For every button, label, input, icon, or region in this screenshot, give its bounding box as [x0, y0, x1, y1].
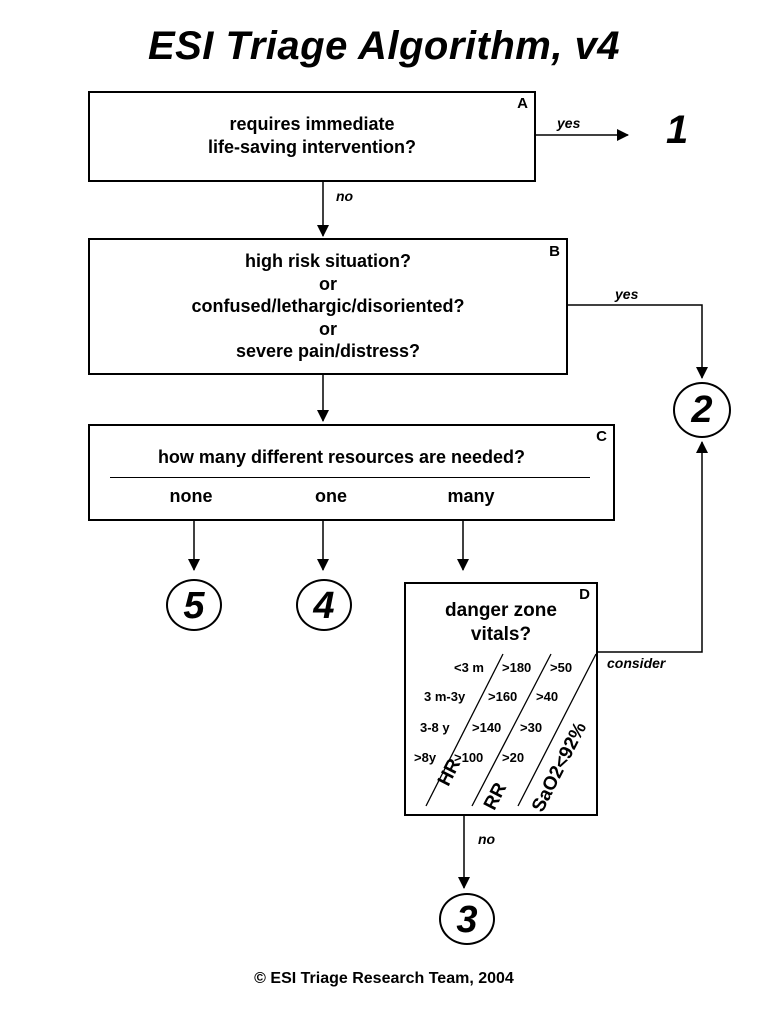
box-b-line5: severe pain/distress? — [235, 341, 421, 361]
box-b-line4: or — [319, 319, 337, 339]
vital-rr-row3: >30 — [520, 720, 543, 735]
label-b-yes: yes — [615, 286, 639, 302]
option-many: many — [447, 486, 495, 506]
box-b-letter: B — [549, 243, 560, 260]
box-b-line1: high risk situation? — [244, 251, 411, 271]
box-d-line2: vitals? — [470, 624, 532, 645]
vitals-diagonals — [425, 653, 596, 807]
option-one: one — [314, 486, 347, 506]
vital-hr-row3: >140 — [472, 720, 502, 735]
box-a-line1: requires immediate — [229, 114, 395, 134]
box-b-line3: confused/lethargic/disoriented? — [191, 296, 465, 316]
box-a-letter: A — [517, 95, 528, 112]
vital-age-row3: 3-8 y — [420, 720, 450, 735]
box-c-letter: C — [596, 428, 607, 445]
decision-box-b: B high risk situation? or confused/letha… — [88, 238, 568, 375]
label-a-yes: yes — [557, 115, 581, 131]
box-b-line2: or — [319, 274, 337, 294]
page-title: ESI Triage Algorithm, v4 — [147, 24, 621, 68]
vital-hr-row2: >160 — [488, 689, 518, 704]
decision-box-c: C how many different resources are neede… — [88, 424, 615, 521]
vital-age-row1: <3 m — [454, 660, 484, 675]
vital-age-row4: >8y — [414, 750, 437, 765]
decision-box-d: D danger zone vitals? <3 m >180 >50 3 m-… — [404, 582, 598, 816]
box-a-line2: life-saving intervention? — [207, 137, 417, 157]
vital-hr-row1: >180 — [502, 660, 532, 675]
decision-box-a: A requires immediate life-saving interve… — [88, 91, 536, 182]
esi-level-4: 4 — [296, 579, 352, 631]
label-a-no: no — [336, 188, 354, 204]
vital-hr-row4: >100 — [454, 750, 484, 765]
rr-diagonal — [471, 653, 552, 807]
esi-level-1: 1 — [666, 108, 689, 152]
arrow-b-yes — [568, 304, 708, 379]
box-c-question: how many different resources are needed? — [157, 447, 526, 467]
esi-level-2: 2 — [673, 382, 731, 438]
label-d-no: no — [478, 831, 496, 847]
option-none: none — [169, 486, 213, 506]
vital-age-row2: 3 m-3y — [424, 689, 466, 704]
box-c-divider — [110, 477, 590, 478]
box-d-line1: danger zone — [445, 600, 557, 621]
vital-rr-row4: >20 — [502, 750, 525, 765]
esi-level-3: 3 — [439, 893, 495, 945]
hr-diagonal — [425, 653, 504, 807]
box-d-letter: D — [579, 586, 590, 603]
vital-rr-row2: >40 — [536, 689, 559, 704]
copyright-footer: © ESI Triage Research Team, 2004 — [254, 970, 514, 987]
arrow-d-consider — [598, 441, 708, 653]
label-consider: consider — [607, 655, 666, 671]
sao2-diagonal — [517, 653, 596, 807]
esi-level-5: 5 — [166, 579, 222, 631]
vital-rr-row1: >50 — [550, 660, 573, 675]
